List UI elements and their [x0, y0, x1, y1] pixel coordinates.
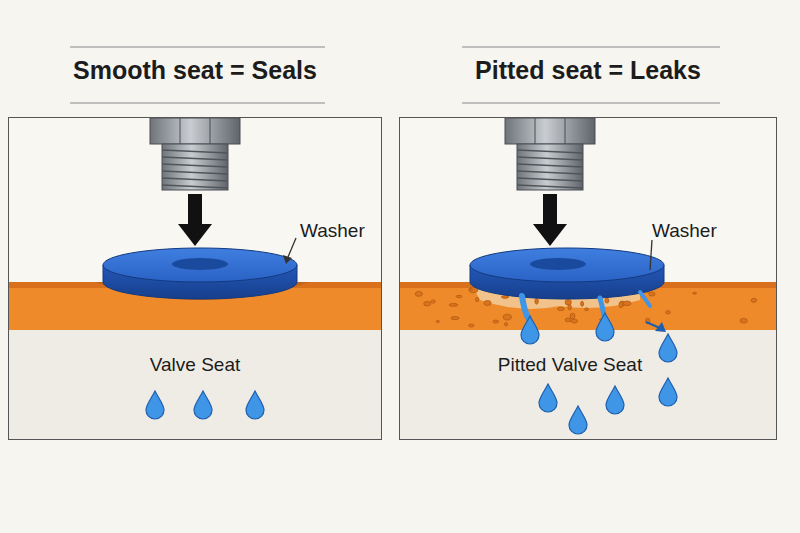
- part-label: Washer: [300, 220, 365, 242]
- part-label: Valve Seat: [150, 354, 240, 376]
- panel-title: Pitted seat = Leaks: [475, 56, 701, 85]
- part-label: Washer: [652, 220, 717, 242]
- part-label: Pitted Valve Seat: [498, 354, 642, 376]
- panel-title: Smooth seat = Seals: [73, 56, 317, 85]
- panel-box: Smooth seat = Seals: [8, 117, 382, 440]
- panel-box: Pitted seat = Leaks: [399, 117, 777, 440]
